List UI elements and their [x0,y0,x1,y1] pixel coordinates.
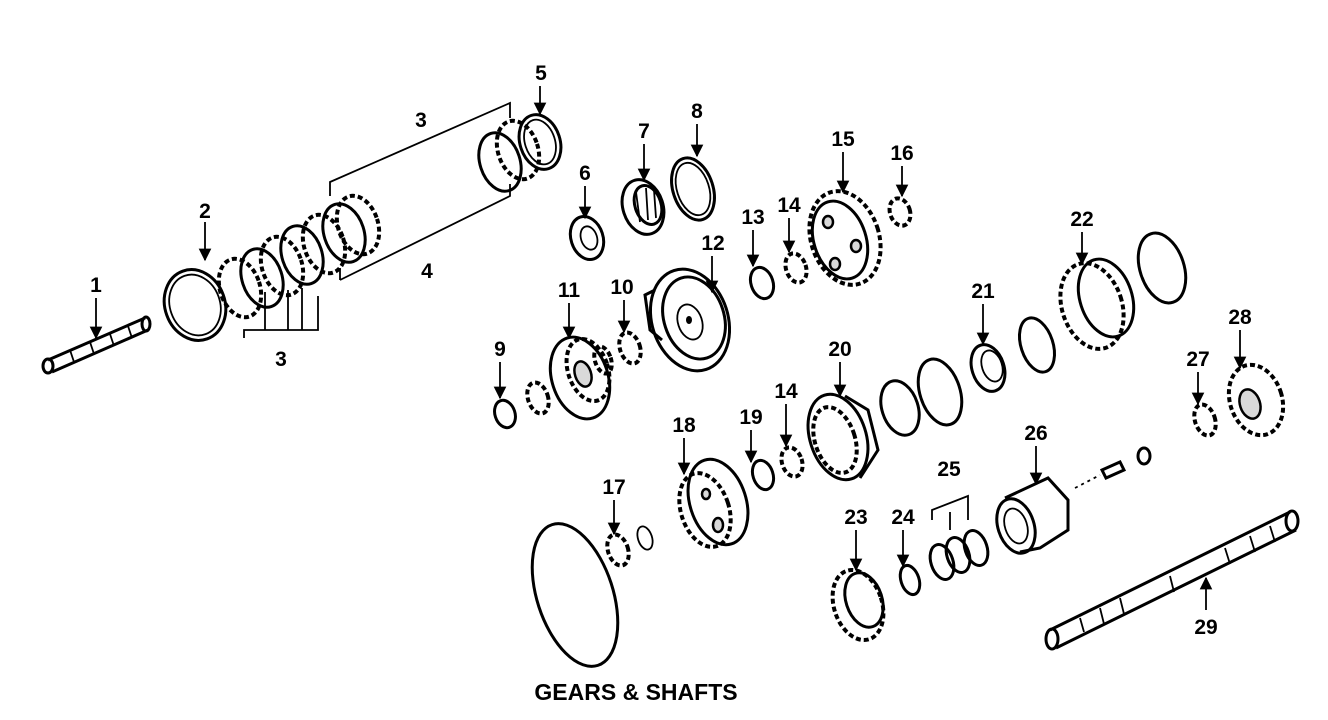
part-11-sun-gear-assembly [548,335,614,421]
callout-8: 8 [691,100,703,123]
callout-11: 11 [558,279,581,302]
part-17-ring-and-bearing [530,522,654,668]
part-8-ring [670,156,716,222]
callout-25: 25 [937,458,961,481]
callout-10: 10 [610,276,633,299]
part-13-snap-ring [748,265,776,301]
part-18-planet-carrier [677,457,750,549]
callout-17: 17 [602,476,625,499]
part-19-snap-ring [750,458,776,492]
part-24-snap-ring [898,563,922,597]
leader-lines [89,86,1247,610]
callout-3-upper: 3 [415,109,427,132]
part-28-output-gear [1226,362,1286,438]
callout-27: 27 [1186,348,1209,371]
part-26-hub [995,446,1152,555]
callout-21: 21 [971,280,995,303]
callout-14-lower: 14 [774,380,798,403]
callout-9: 9 [494,338,506,361]
callout-bracket-3-4 [243,101,511,338]
callout-2: 2 [199,200,211,223]
part-15-ring-gear [807,189,883,287]
part-14-thrust-bearing-upper [783,251,809,285]
part-16-thrust-washer [887,196,913,228]
callout-labels: 1 2 3 3 4 5 6 7 8 9 10 11 12 13 14 15 16… [90,62,1252,639]
part-9-snap-ring [493,398,517,430]
part-3-clutch-plates-lower [216,193,382,320]
callout-22: 22 [1070,208,1093,231]
part-5-pressure-plate [517,113,563,171]
callout-15: 15 [831,128,855,151]
callout-14-upper: 14 [777,194,801,217]
seal-rings-mid [879,357,964,437]
part-29-output-shaft [1044,509,1300,651]
callout-29: 29 [1194,616,1217,639]
part-23-sun-gear [830,567,886,643]
part-20-drum [806,392,880,482]
callout-26: 26 [1024,422,1047,445]
diagram-caption: GEARS & SHAFTS [534,679,737,705]
callout-28: 28 [1228,306,1252,329]
callout-18: 18 [672,414,696,437]
part-2-snap-ring [162,268,228,342]
callout-13: 13 [741,206,764,229]
part-12-carrier-housing [643,267,732,373]
callout-12: 12 [701,232,724,255]
part-14-thrust-bearing-lower [779,445,805,479]
callout-5: 5 [535,62,547,85]
part-21-bearing [969,316,1057,393]
callout-6: 6 [579,162,591,185]
part-27-thrust-washer [1192,402,1218,438]
callout-16: 16 [890,142,913,165]
callout-23: 23 [844,506,867,529]
callout-7: 7 [638,120,650,143]
part-22-ring-gear [1058,231,1188,351]
part-6-thrust-washer [568,215,606,261]
callout-4: 4 [421,260,433,283]
callout-24: 24 [891,506,915,529]
callout-19: 19 [739,406,762,429]
callout-20: 20 [828,338,851,361]
part-25-seal-rings [928,494,990,581]
part-7-one-way-clutch [620,178,666,236]
callout-3-lower: 3 [275,348,287,371]
callout-1: 1 [90,274,102,297]
part-3-clutch-plates-upper [477,118,542,193]
part-10-bearing [525,330,643,416]
